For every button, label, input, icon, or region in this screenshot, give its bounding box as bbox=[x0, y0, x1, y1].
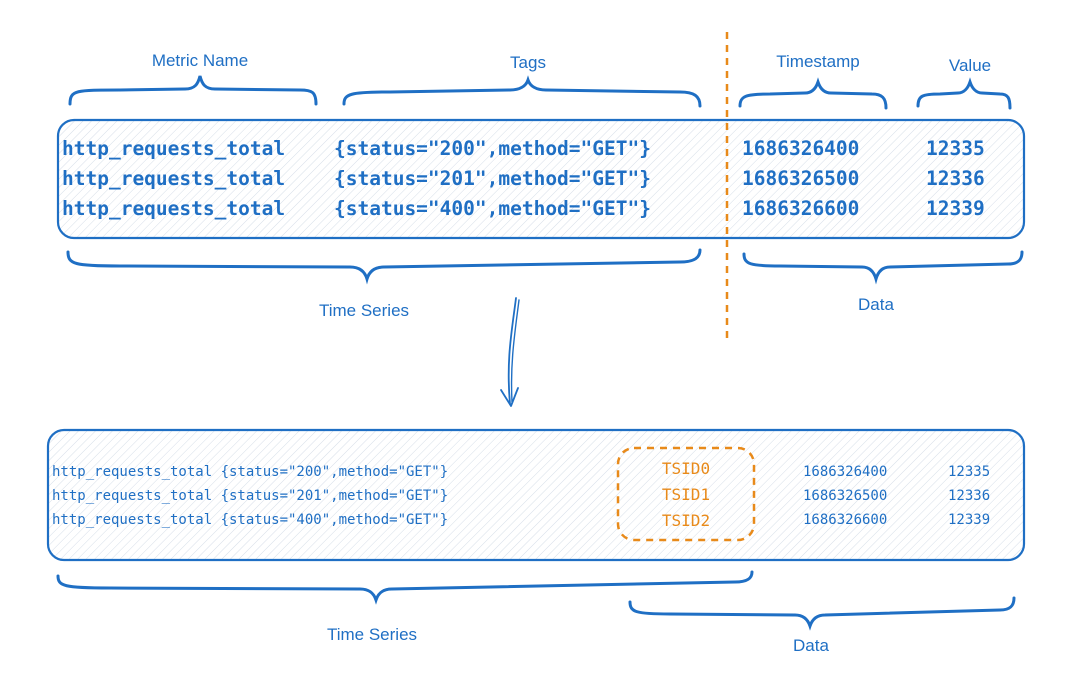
row-series: http_requests_total {status="201",method… bbox=[52, 488, 448, 504]
row-timestamp: 1686326400 bbox=[803, 464, 887, 480]
row-tsid: TSID1 bbox=[662, 485, 710, 504]
row-tsid: TSID0 bbox=[662, 459, 710, 478]
row-timestamp: 1686326500 bbox=[742, 167, 859, 190]
row-metric: http_requests_total bbox=[62, 197, 285, 220]
label-metric-name: Metric Name bbox=[152, 51, 248, 70]
row-tags: {status="200",method="GET"} bbox=[334, 137, 651, 160]
row-tags: {status="400",method="GET"} bbox=[334, 197, 651, 220]
label-value: Value bbox=[949, 56, 991, 75]
label-data-bottom: Data bbox=[793, 636, 829, 655]
row-value: 12335 bbox=[926, 137, 985, 160]
brace-time-series bbox=[66, 248, 702, 285]
row-value: 12335 bbox=[948, 464, 990, 480]
label-data-top: Data bbox=[858, 295, 894, 314]
top-row: http_requests_total {status="200",method… bbox=[62, 137, 985, 160]
row-tags: {status="201",method="GET"} bbox=[334, 167, 651, 190]
tsid-box bbox=[616, 446, 756, 542]
label-time-series-bottom: Time Series bbox=[327, 625, 417, 644]
label-tags: Tags bbox=[510, 53, 546, 72]
brace-data bbox=[742, 250, 1024, 285]
row-timestamp: 1686326600 bbox=[803, 512, 887, 528]
row-value: 12339 bbox=[926, 197, 985, 220]
row-timestamp: 1686326400 bbox=[742, 137, 859, 160]
row-series: http_requests_total {status="200",method… bbox=[52, 464, 448, 480]
bottom-row: http_requests_total {status="400",method… bbox=[52, 511, 990, 530]
brace-time-series-bottom bbox=[56, 570, 754, 605]
row-metric: http_requests_total bbox=[62, 167, 285, 190]
label-timestamp: Timestamp bbox=[776, 52, 859, 71]
brace-tags bbox=[342, 75, 702, 108]
row-value: 12339 bbox=[948, 512, 990, 528]
brace-metric-name bbox=[68, 75, 318, 106]
brace-timestamp bbox=[738, 77, 888, 110]
top-row: http_requests_total {status="400",method… bbox=[62, 197, 985, 220]
top-row: http_requests_total {status="201",method… bbox=[62, 167, 985, 190]
bottom-row: http_requests_total {status="200",method… bbox=[52, 459, 990, 480]
row-tsid: TSID2 bbox=[662, 511, 710, 530]
brace-data-bottom bbox=[628, 596, 1016, 631]
arrow-down-icon bbox=[500, 297, 520, 407]
row-timestamp: 1686326600 bbox=[742, 197, 859, 220]
bottom-row: http_requests_total {status="201",method… bbox=[52, 485, 990, 504]
series-box-top bbox=[56, 118, 1026, 240]
row-series: http_requests_total {status="400",method… bbox=[52, 512, 448, 528]
brace-value bbox=[916, 77, 1012, 110]
row-metric: http_requests_total bbox=[62, 137, 285, 160]
series-box-bottom bbox=[46, 428, 1026, 562]
label-time-series-top: Time Series bbox=[319, 301, 409, 320]
row-value: 12336 bbox=[948, 488, 990, 504]
row-timestamp: 1686326500 bbox=[803, 488, 887, 504]
row-value: 12336 bbox=[926, 167, 985, 190]
